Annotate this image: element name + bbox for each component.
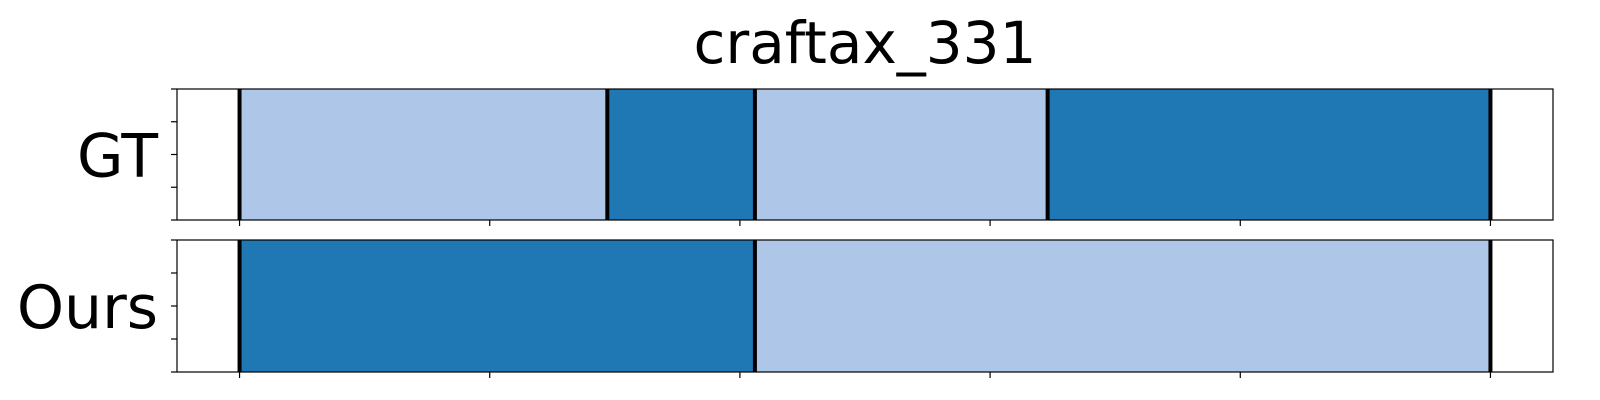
segment-gt-0: [239, 89, 608, 220]
segment-ours-1: [754, 240, 1491, 372]
row-label-gt: GT: [77, 122, 158, 192]
panel-gt: GT: [77, 88, 1554, 226]
segment-gt-2: [754, 89, 1048, 220]
segment-ours-0: [239, 240, 755, 372]
segment-gt-1: [607, 89, 755, 220]
panels: GT Ours: [17, 88, 1554, 378]
row-label-ours: Ours: [17, 273, 158, 343]
segment-gt-3: [1047, 89, 1491, 220]
panel-ours: Ours: [17, 239, 1554, 378]
chart-title: craftax_331: [694, 9, 1037, 77]
